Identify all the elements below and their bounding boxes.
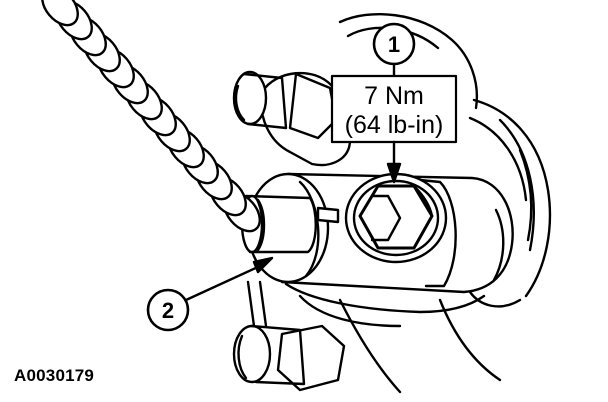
callout-2-arrowhead (252, 256, 274, 274)
callout-1-number: 1 (388, 32, 400, 57)
callout-1-arrowhead (386, 162, 402, 184)
lower-stud (232, 324, 346, 392)
bracket-upper (338, 13, 552, 298)
coiled-cable (41, 0, 261, 233)
upper-stud (232, 70, 352, 167)
torque-label-box (330, 74, 458, 144)
bolt-hex-head (344, 172, 448, 264)
figure-id-label: A0030179 (14, 366, 95, 385)
callout-2: 2 (146, 256, 274, 332)
torque-metric-value: 7 Nm (364, 82, 424, 110)
callout-2-number: 2 (162, 298, 174, 323)
callout-1: 1 7 Nm (64 lb-in) (330, 22, 458, 184)
bracket-lower (246, 280, 502, 394)
torque-imperial-value: (64 lb-in) (345, 111, 444, 139)
